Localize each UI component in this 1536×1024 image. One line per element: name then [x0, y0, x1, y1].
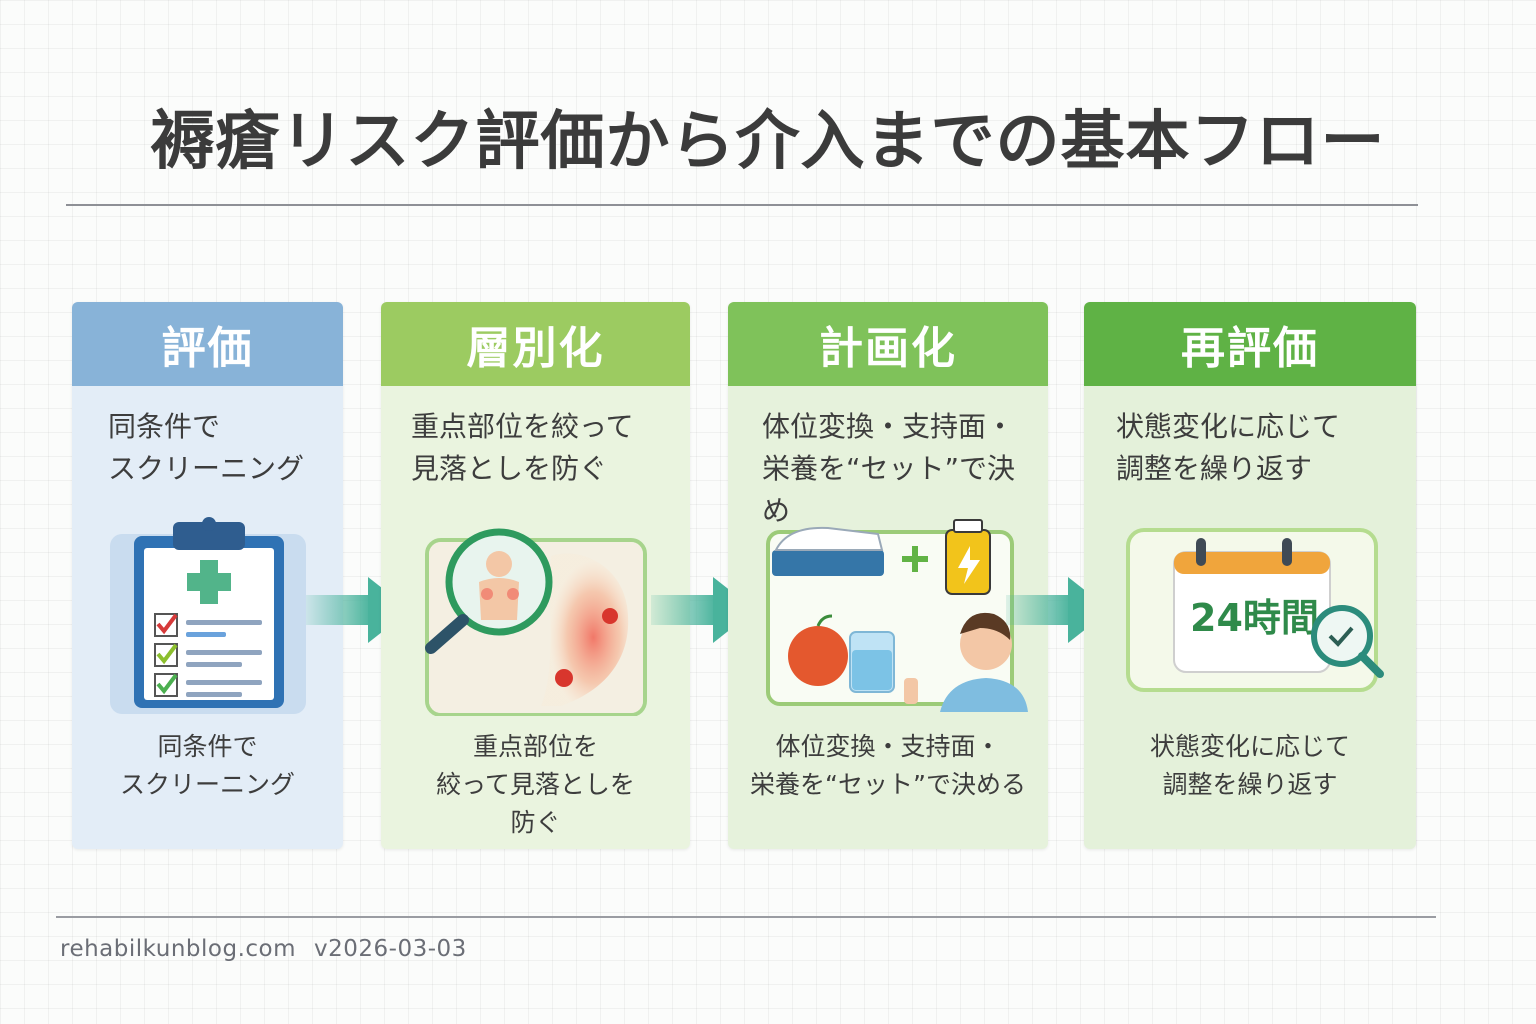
step-body: 同条件で スクリーニング 同条件で スクリーニング	[72, 386, 343, 849]
step-card-stratification: 層別化 重点部位を絞って 見落としを防ぐ 重点部位を 絞って	[381, 302, 690, 849]
step-body: 重点部位を絞って 見落としを防ぐ 重点部位を 絞って見落としを 防ぐ	[381, 386, 690, 849]
step-heading: 計画化	[728, 302, 1048, 386]
magnifier-body-icon	[425, 528, 647, 716]
step-description-bottom: 同条件で スクリーニング	[119, 732, 295, 799]
footer-divider	[56, 916, 1436, 918]
step-card-reassessment: 再評価 状態変化に応じて 調整を繰り返す 24時間 状態変化に応じて 調整を繰り…	[1084, 302, 1416, 849]
step-card-assessment: 評価 同条件で スクリーニング 同条件で スクリーニング	[72, 302, 343, 849]
title-divider	[66, 204, 1418, 206]
clipboard-checklist-icon	[110, 517, 306, 714]
step-description-bottom: 体位変換・支持面・ 栄養を“セット”で決める	[750, 732, 1026, 799]
step-description-top: 状態変化に応じて 調整を繰り返す	[1116, 410, 1341, 485]
footer-site: rehabilkunblog.com	[60, 936, 297, 962]
step-body: 体位変換・支持面・ 栄養を“セット”で決め 体位変換・支持面・ 栄養を“セット”…	[728, 386, 1048, 849]
step-description-bottom: 状態変化に応じて 調整を繰り返す	[1149, 732, 1350, 799]
calendar-24-label: 24時間	[1190, 596, 1319, 640]
footer: rehabilkunblog.com v2026-03-03	[60, 936, 467, 962]
step-heading: 再評価	[1084, 302, 1416, 386]
step-card-planning: 計画化 体位変換・支持面・ 栄養を“セット”で決め 体位変換・支持面・ 栄養を“…	[728, 302, 1048, 849]
step-heading: 層別化	[381, 302, 690, 386]
step-description-bottom: 重点部位を 絞って見落としを 防ぐ	[436, 732, 635, 837]
step-description-top: 同条件で スクリーニング	[108, 410, 305, 485]
page-title: 褥瘡リスク評価から介入までの基本フロー	[150, 105, 1386, 179]
calendar-check-icon: 24時間	[1126, 528, 1384, 692]
step-body: 状態変化に応じて 調整を繰り返す 24時間 状態変化に応じて 調整を繰り返す	[1084, 386, 1416, 849]
step-description-top: 体位変換・支持面・ 栄養を“セット”で決め	[762, 410, 1016, 527]
care-plan-icon	[766, 519, 1028, 712]
step-heading: 評価	[72, 302, 343, 386]
footer-version: v2026-03-03	[314, 936, 467, 962]
step-description-top: 重点部位を絞って 見落としを防ぐ	[411, 410, 634, 485]
